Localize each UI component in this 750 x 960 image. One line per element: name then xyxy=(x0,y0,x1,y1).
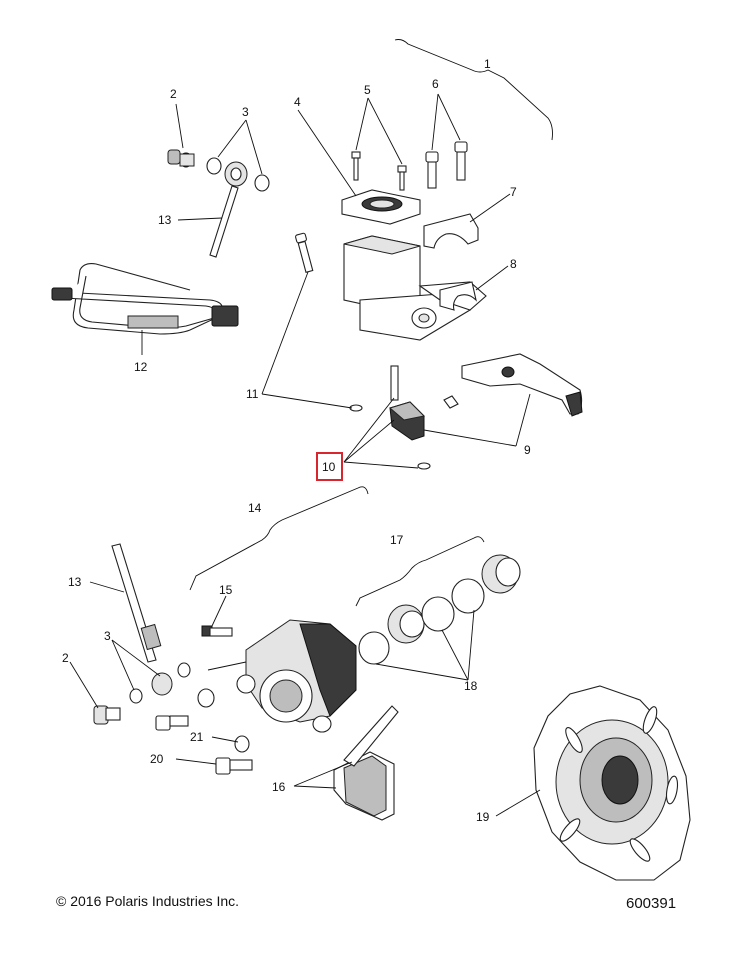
clamp-upper xyxy=(423,213,479,249)
callout-20: 20 xyxy=(150,752,164,766)
callout-14: 14 xyxy=(248,501,262,515)
callout-labels: 1 2 3 4 5 6 7 8 9 10 11 12 13 14 15 16 1… xyxy=(62,57,531,824)
caliper-body xyxy=(236,619,357,733)
seal-3 xyxy=(451,578,485,614)
cap-screws xyxy=(351,151,407,191)
clip-10 xyxy=(417,462,431,470)
washer-top-2 xyxy=(254,174,270,192)
lever-pin xyxy=(390,365,399,401)
callout-2-bottom: 2 xyxy=(62,651,69,665)
callout-12: 12 xyxy=(134,360,148,374)
callout-13-top: 13 xyxy=(158,213,172,227)
callout-10: 10 xyxy=(322,460,336,474)
clamp-seat xyxy=(439,281,477,311)
reservoir-cap xyxy=(341,189,421,225)
figure-number: 600391 xyxy=(626,895,677,912)
brake-pads xyxy=(333,705,399,821)
washer-21-a xyxy=(197,688,215,708)
bracket-piston-17 xyxy=(355,536,485,607)
callout-16: 16 xyxy=(272,780,286,794)
callout-21: 21 xyxy=(190,730,204,744)
callout-2-top: 2 xyxy=(170,87,177,101)
lever-block xyxy=(388,401,426,441)
pivot-pin xyxy=(295,232,314,273)
callout-8: 8 xyxy=(510,257,517,271)
master-cylinder-body xyxy=(343,235,487,341)
piston-1-face xyxy=(399,610,425,638)
lever-spring xyxy=(443,395,459,409)
seal-1 xyxy=(358,631,390,665)
leader-lines xyxy=(69,93,541,817)
callout-13-bottom: 13 xyxy=(68,575,82,589)
caliper-bolt-20 xyxy=(215,757,253,775)
banjo-bolt-bottom xyxy=(93,705,121,725)
brake-lever xyxy=(461,353,583,417)
clamp-bolts xyxy=(425,141,468,189)
callout-11: 11 xyxy=(246,387,259,401)
seal-2 xyxy=(421,596,455,632)
callout-3-top: 3 xyxy=(242,105,249,119)
callout-17: 17 xyxy=(390,533,404,547)
brake-line-top xyxy=(209,185,239,258)
washer-21 xyxy=(234,735,250,753)
callout-9: 9 xyxy=(524,443,531,457)
banjo-fitting-bottom xyxy=(151,672,173,696)
highlight-box-callout-10 xyxy=(316,452,343,481)
brake-rotor xyxy=(533,685,691,881)
callout-15: 15 xyxy=(219,583,233,597)
banjo-fitting-top xyxy=(224,161,248,187)
callout-18: 18 xyxy=(464,679,478,693)
callout-4: 4 xyxy=(294,95,301,109)
callout-7: 7 xyxy=(510,185,517,199)
bleeder-valve xyxy=(201,625,233,637)
callout-19: 19 xyxy=(476,810,490,824)
bracket-caliper-14 xyxy=(189,486,369,591)
bracket-assembly-1 xyxy=(394,39,553,141)
callout-6: 6 xyxy=(432,77,439,91)
washer-bottom-1 xyxy=(129,688,143,704)
copyright-notice: © 2016 Polaris Industries Inc. xyxy=(56,893,240,909)
callout-1: 1 xyxy=(484,57,491,71)
caliper-bolt-1 xyxy=(155,715,189,731)
brake-line-fitting xyxy=(140,623,162,651)
callout-5: 5 xyxy=(364,83,371,97)
brake-hose-loop xyxy=(51,263,239,335)
washer-top-1 xyxy=(206,157,222,175)
piston-2-face xyxy=(495,557,521,587)
callout-3-bottom: 3 xyxy=(104,629,111,643)
banjo-bolt-top xyxy=(167,149,195,168)
washer-bottom-2 xyxy=(177,662,191,678)
